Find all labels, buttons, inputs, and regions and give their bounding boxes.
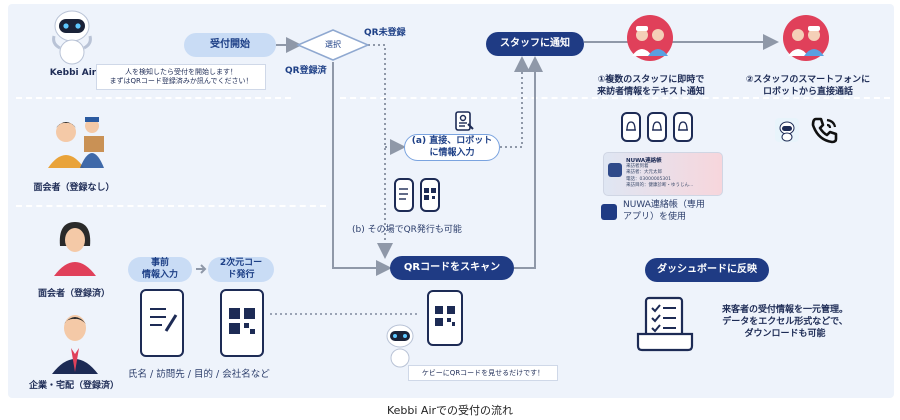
dashboard-pill: ダッシュボードに反映 — [645, 258, 769, 282]
clipboard-icon — [636, 296, 694, 352]
staff-icon — [627, 15, 673, 61]
pre-input-pill: 事前 情報入力 — [128, 257, 192, 282]
section-divider — [16, 205, 326, 207]
form-icon — [455, 111, 474, 131]
card-line: 来訪者到着 — [626, 164, 649, 169]
person-icon — [54, 222, 96, 276]
direct-input-pill: (a) 直接、ロボット に情報入力 — [404, 134, 500, 161]
robot-icon — [386, 324, 414, 368]
nuwa-app-icon — [601, 204, 617, 220]
select-label: 選択 — [325, 40, 341, 49]
phone-qr-icon — [220, 289, 264, 357]
dashboard-note: 来客者の受付情報を一元管理。 データをエクセル形式などで、 ダウンロードも可能 — [721, 305, 848, 340]
section-divider — [340, 97, 890, 99]
scan-qr-pill: QRコードをスキャン — [390, 256, 514, 280]
role-unregistered: 面会者（登録なし） — [33, 183, 115, 193]
card-line: 来訪目的：健康診断・ゆうじん... — [626, 182, 694, 188]
card-line: 来訪者：大元太郎 — [626, 170, 662, 176]
staff-icon — [783, 15, 829, 61]
arrow-right-icon — [196, 264, 207, 274]
card-title: NUWA連絡帳 — [626, 158, 662, 164]
pre-qr-pill: 2次元コー ド発行 — [208, 257, 274, 282]
bell-phone-icon — [647, 112, 667, 142]
role-registered: 面会者（登録済） — [37, 289, 110, 299]
phone-form-icon — [140, 289, 184, 357]
qr-issue-note: (b) その場でQR発行も可能 — [352, 225, 462, 235]
pre-fields: 氏名 / 訪問先 / 目的 / 会社名など — [128, 369, 270, 380]
bell-phone-icon — [621, 112, 641, 142]
notify-step2: ②スタッフのスマートフォンに ロボットから直接通話 — [745, 75, 871, 98]
robot-icon — [52, 10, 92, 65]
robot-icon — [775, 118, 799, 142]
card-line: 電話：03000005301 — [626, 176, 671, 182]
section-divider — [16, 97, 291, 99]
notify-step1: ①複数のスタッフに即時で 来訪者情報をテキスト通知 — [597, 75, 705, 98]
app-note: NUWA連絡帳（専用 アプリ）を使用 — [623, 200, 705, 222]
phone-qr-icon — [420, 178, 440, 212]
qr-unregistered-label: QR未登録 — [364, 28, 406, 38]
notification-card: NUWA連絡帳 来訪者到着 来訪者：大元太郎 電話：03000005301 来訪… — [603, 152, 723, 196]
staff-notify-pill: スタッフに通知 — [486, 32, 584, 56]
qr-registered-label: QR登録済 — [285, 66, 327, 76]
robot-speech: 人を検知したら受付を開始します！ まずはQRコード登録済みか訊んでください！ — [96, 64, 266, 90]
phone-call-icon — [811, 117, 838, 144]
phone-qr-icon — [427, 290, 463, 346]
robot-bottom-speech: ケビーにQRコードを見せるだけです！ — [408, 365, 558, 381]
card-lines: 来訪者到着 来訪者：大元太郎 電話：03000005301 来訪目的：健康診断・… — [626, 164, 693, 189]
start-reception-pill: 受付開始 — [184, 33, 276, 57]
phone-form-icon — [394, 178, 414, 212]
person-icon — [52, 315, 98, 374]
diagram-caption: Kebbi Airでの受付の流れ — [386, 404, 514, 417]
person-icon — [48, 117, 104, 168]
app-icon — [608, 163, 622, 177]
role-company: 企業・宅配（登録済） — [28, 381, 119, 391]
bell-phone-icon — [673, 112, 693, 142]
robot-name: Kebbi Air — [49, 68, 97, 78]
